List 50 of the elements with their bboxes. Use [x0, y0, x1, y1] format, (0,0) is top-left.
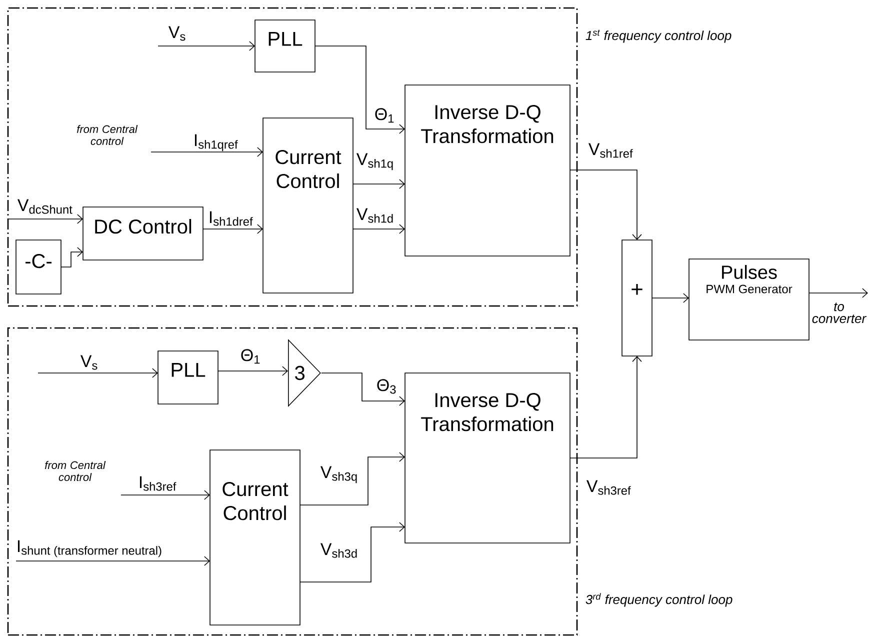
edge-label: V$_{sh3ref}$ — [586, 480, 631, 495]
arrow — [570, 356, 642, 458]
edge-label: V$_{dcShunt}$ — [17, 199, 72, 214]
arrow — [570, 170, 642, 240]
edge-label: to converter — [812, 302, 867, 324]
edge-label: V$_{sh3d}$ — [320, 543, 357, 558]
edge-label: V$_{s}$ — [80, 355, 98, 370]
arrow — [321, 372, 405, 406]
arrow — [150, 147, 263, 157]
edge-label: I$_{sh3ref}$ — [140, 476, 176, 491]
edge-label: V$_{sh3q}$ — [320, 466, 357, 484]
arrow — [808, 288, 868, 298]
control-block: Current Control — [262, 118, 354, 294]
edge-label: Θ$_{1}$ — [375, 108, 394, 123]
control-block: Current Control — [210, 450, 300, 626]
source-note: from Central control — [76, 124, 138, 146]
arrow — [300, 522, 405, 582]
pll-block: PLL — [158, 350, 218, 404]
arrow — [38, 368, 158, 378]
arrow — [314, 46, 405, 134]
arrow — [352, 224, 405, 234]
arrow — [16, 556, 210, 566]
arrow — [300, 452, 405, 506]
transform-block: Inverse D-Q Transformation — [404, 84, 570, 256]
arrow — [158, 41, 255, 51]
constant-block: -C- — [16, 240, 62, 294]
loop-label: 3$^{rd}$ frequency control loop — [586, 593, 732, 607]
edge-label: I$_{sh1dref}$ — [210, 211, 253, 226]
edge-label: V$_{sh1d}$ — [356, 208, 393, 223]
edge-label: V$_{s}$ — [168, 26, 186, 41]
source-note: from Central control — [44, 460, 106, 482]
arrow — [60, 247, 83, 268]
pll-block: PLL — [254, 20, 316, 72]
arrow — [8, 214, 83, 224]
arrow — [120, 490, 210, 500]
transform-block: Inverse D-Q Transformation — [404, 372, 570, 544]
sum-block: + — [622, 240, 652, 356]
arrow — [202, 224, 263, 234]
edge-label: $\mathrm{I}_{\text{shunt (transformer neutral)}}$ — [18, 540, 162, 558]
pwm-block: Pulses PWM Generator — [688, 258, 810, 340]
arrow — [218, 366, 288, 376]
edge-label: Θ$_{3}$ — [377, 379, 396, 394]
arrow — [652, 293, 689, 303]
edge-label: Θ$_{1}$ — [241, 349, 260, 364]
edge-label: I$_{sh1qref}$ — [194, 134, 238, 152]
loop-label: 1$^{st}$ frequency control loop — [586, 30, 732, 43]
edge-label: V$_{sh1ref}$ — [588, 143, 633, 158]
control-block: DC Control — [82, 206, 204, 260]
edge-label: V$_{sh1q}$ — [356, 153, 393, 170]
arrow — [352, 179, 405, 189]
